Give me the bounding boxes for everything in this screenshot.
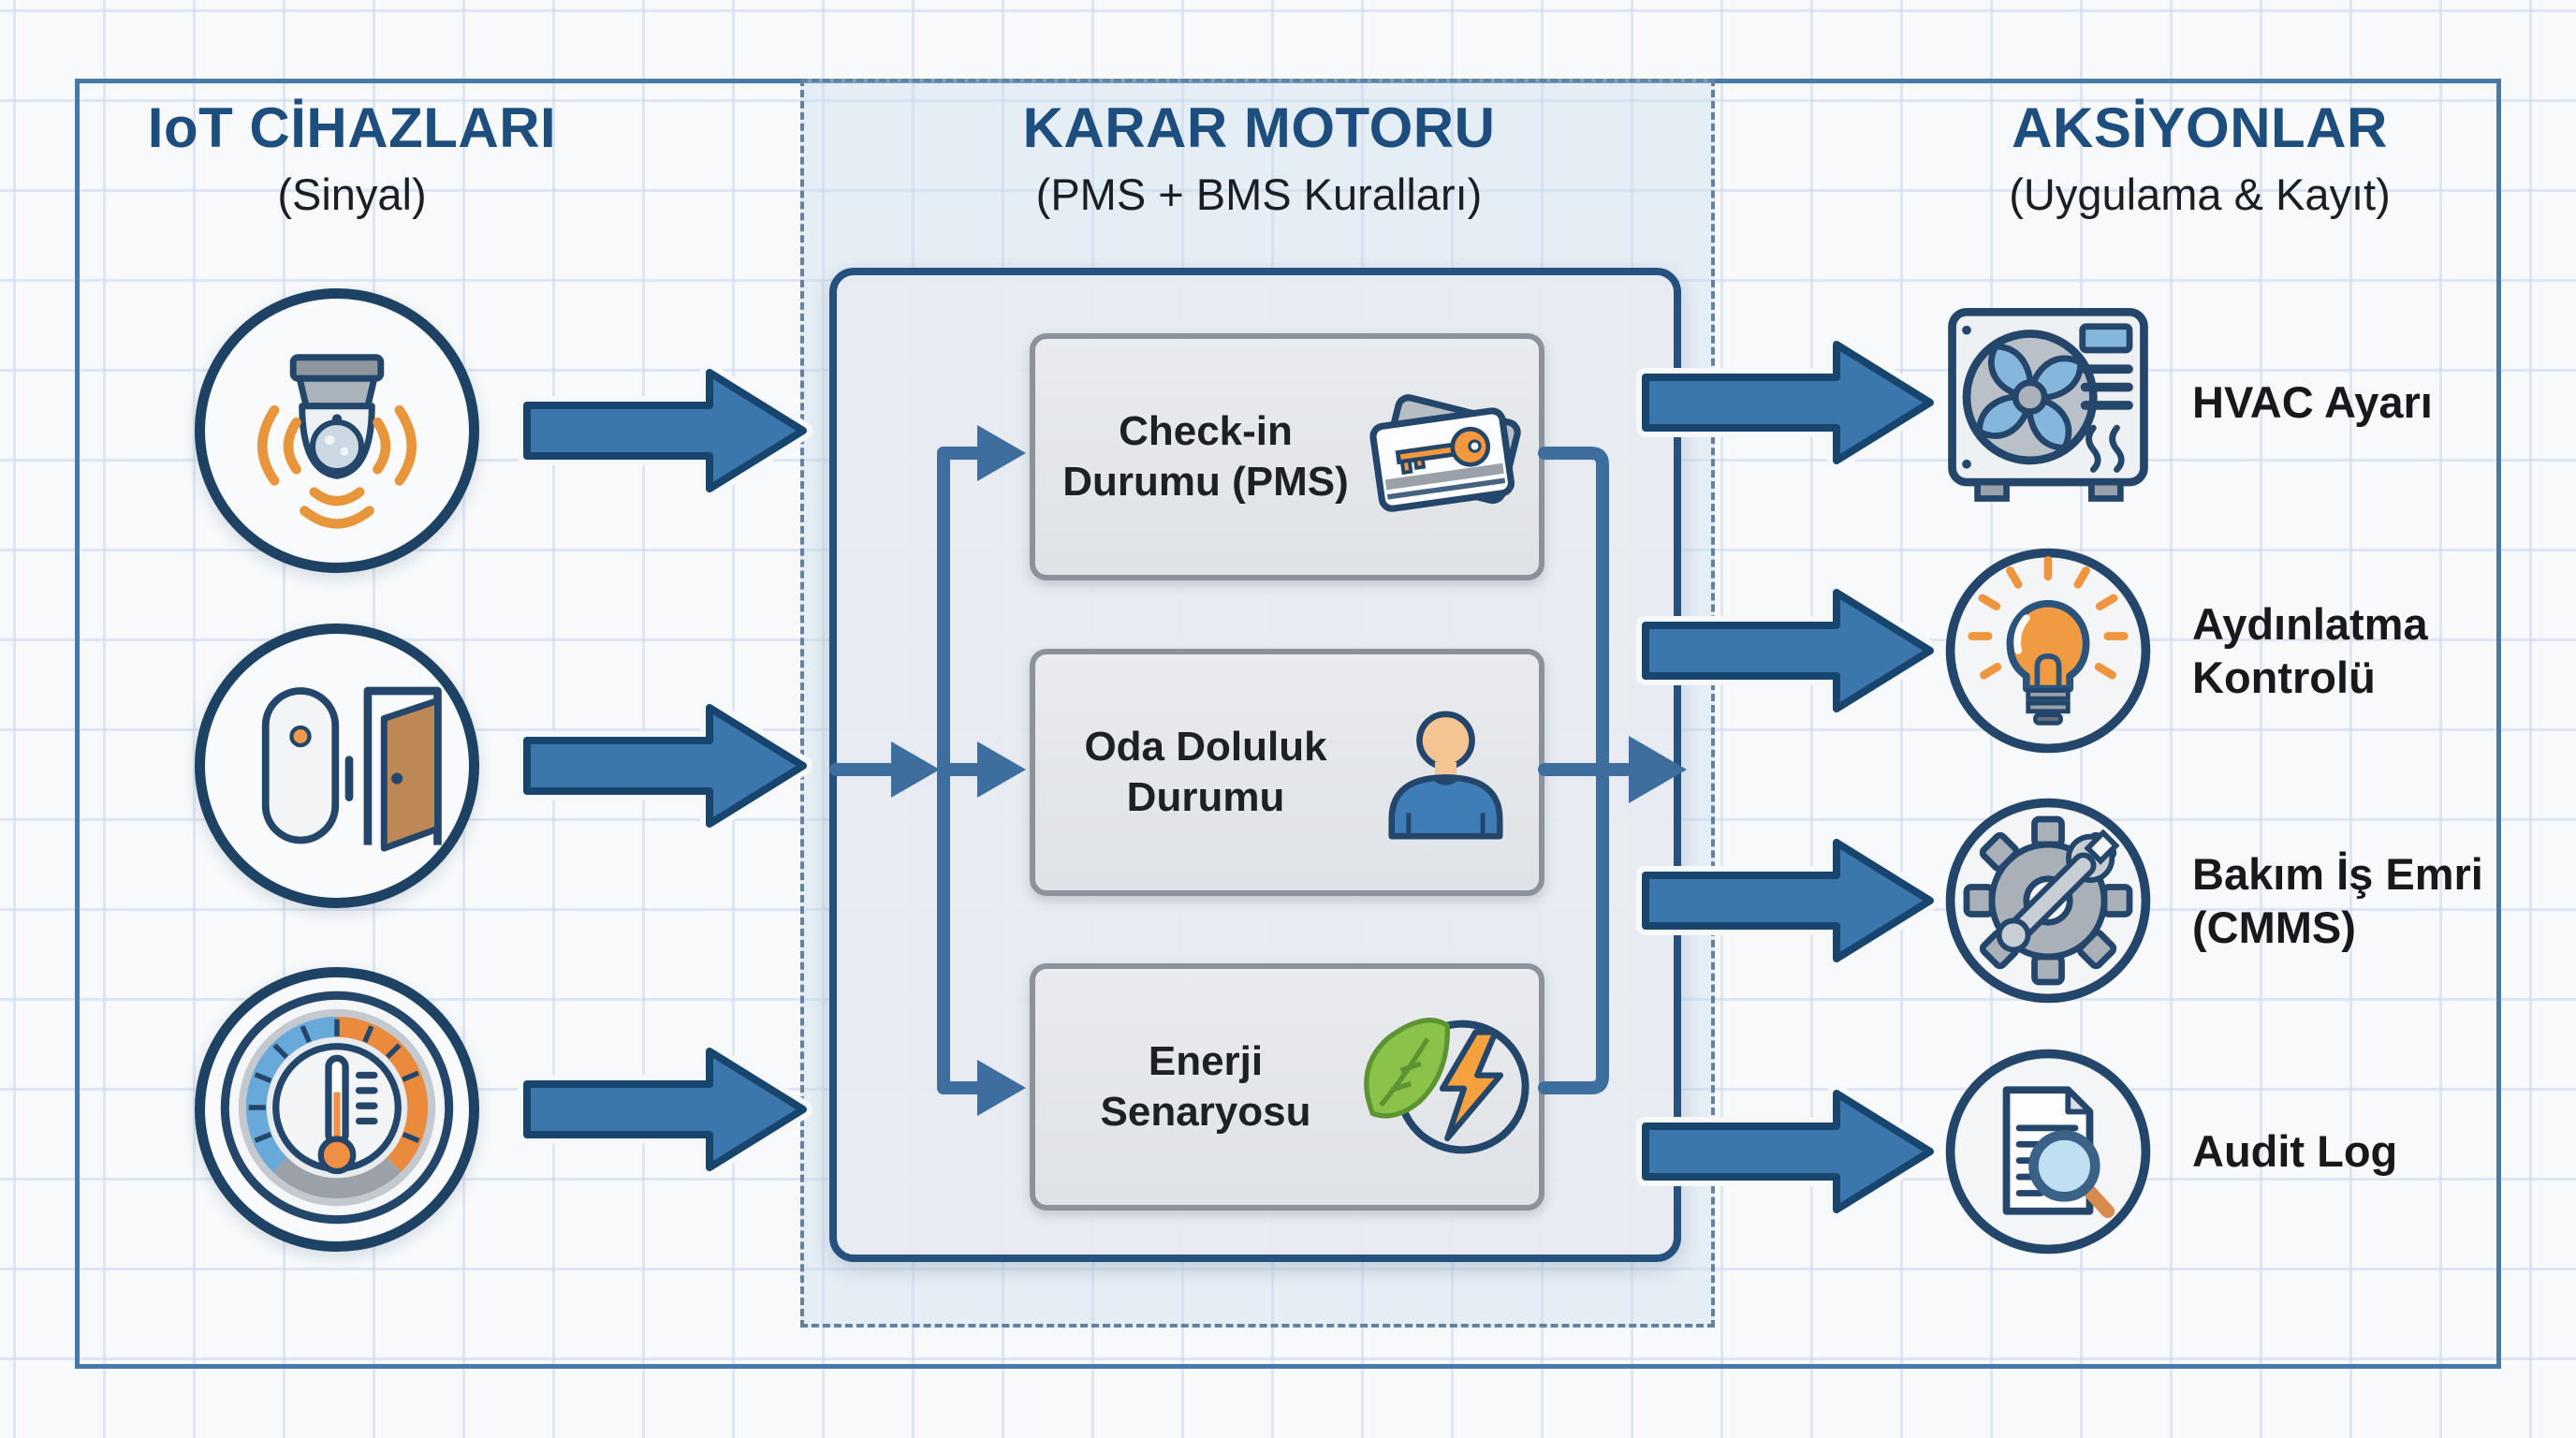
device-node xyxy=(195,967,479,1252)
hvac-unit-icon xyxy=(1939,294,2157,511)
audit-document-icon xyxy=(1939,1043,2157,1260)
device-node xyxy=(195,288,479,573)
thermostat-gauge-icon xyxy=(210,980,464,1240)
motion-sensor-icon xyxy=(215,307,459,555)
action-label: Aydınlatma Kontrolü xyxy=(2192,598,2428,702)
column-title-engine: KARAR MOTORU (PMS + BMS Kuralları) xyxy=(861,94,1657,223)
iot-subtitle: (Sinyal) xyxy=(277,169,427,219)
action-label: Audit Log xyxy=(2192,1126,2398,1177)
keycard-icon xyxy=(1352,382,1539,532)
lightbulb-icon xyxy=(1939,542,2157,759)
action-row-maintenance: Bakım İş Emri (CMMS) xyxy=(1939,790,2576,1011)
actions-title: AKSİYONLAR xyxy=(2012,96,2388,159)
rule-box-energy: Enerji Senaryosu xyxy=(1030,963,1544,1211)
action-row-hvac: HVAC Ayarı xyxy=(1939,292,2576,513)
engine-title: KARAR MOTORU xyxy=(1022,96,1496,159)
action-row-lighting: Aydınlatma Kontrolü xyxy=(1939,540,2576,761)
action-row-audit: Audit Log xyxy=(1939,1041,2576,1262)
rule-box-occupancy: Oda Doluluk Durumu xyxy=(1030,649,1544,896)
door-sensor-icon xyxy=(215,642,459,890)
column-title-iot: IoT CİHAZLARI (Sinyal) xyxy=(90,94,614,223)
eco-energy-icon xyxy=(1352,1004,1539,1170)
device-node xyxy=(195,624,479,908)
rule-label: Check-in Durumu (PMS) xyxy=(1062,408,1349,505)
rule-label: Enerji Senaryosu xyxy=(1100,1038,1311,1135)
rule-box-checkin: Check-in Durumu (PMS) xyxy=(1030,333,1544,580)
occupant-icon xyxy=(1352,696,1539,850)
rule-label: Oda Doluluk Durumu xyxy=(1084,724,1327,820)
gear-wrench-icon xyxy=(1939,792,2157,1009)
action-label: Bakım İş Emri (CMMS) xyxy=(2192,848,2483,952)
column-title-actions: AKSİYONLAR (Uygulama & Kayıt) xyxy=(1900,94,2499,223)
actions-subtitle: (Uygulama & Kayıt) xyxy=(2009,169,2391,219)
iot-title: IoT CİHAZLARI xyxy=(147,96,557,159)
action-label: HVAC Ayarı xyxy=(2192,377,2433,428)
engine-subtitle: (PMS + BMS Kuralları) xyxy=(1035,169,1483,219)
